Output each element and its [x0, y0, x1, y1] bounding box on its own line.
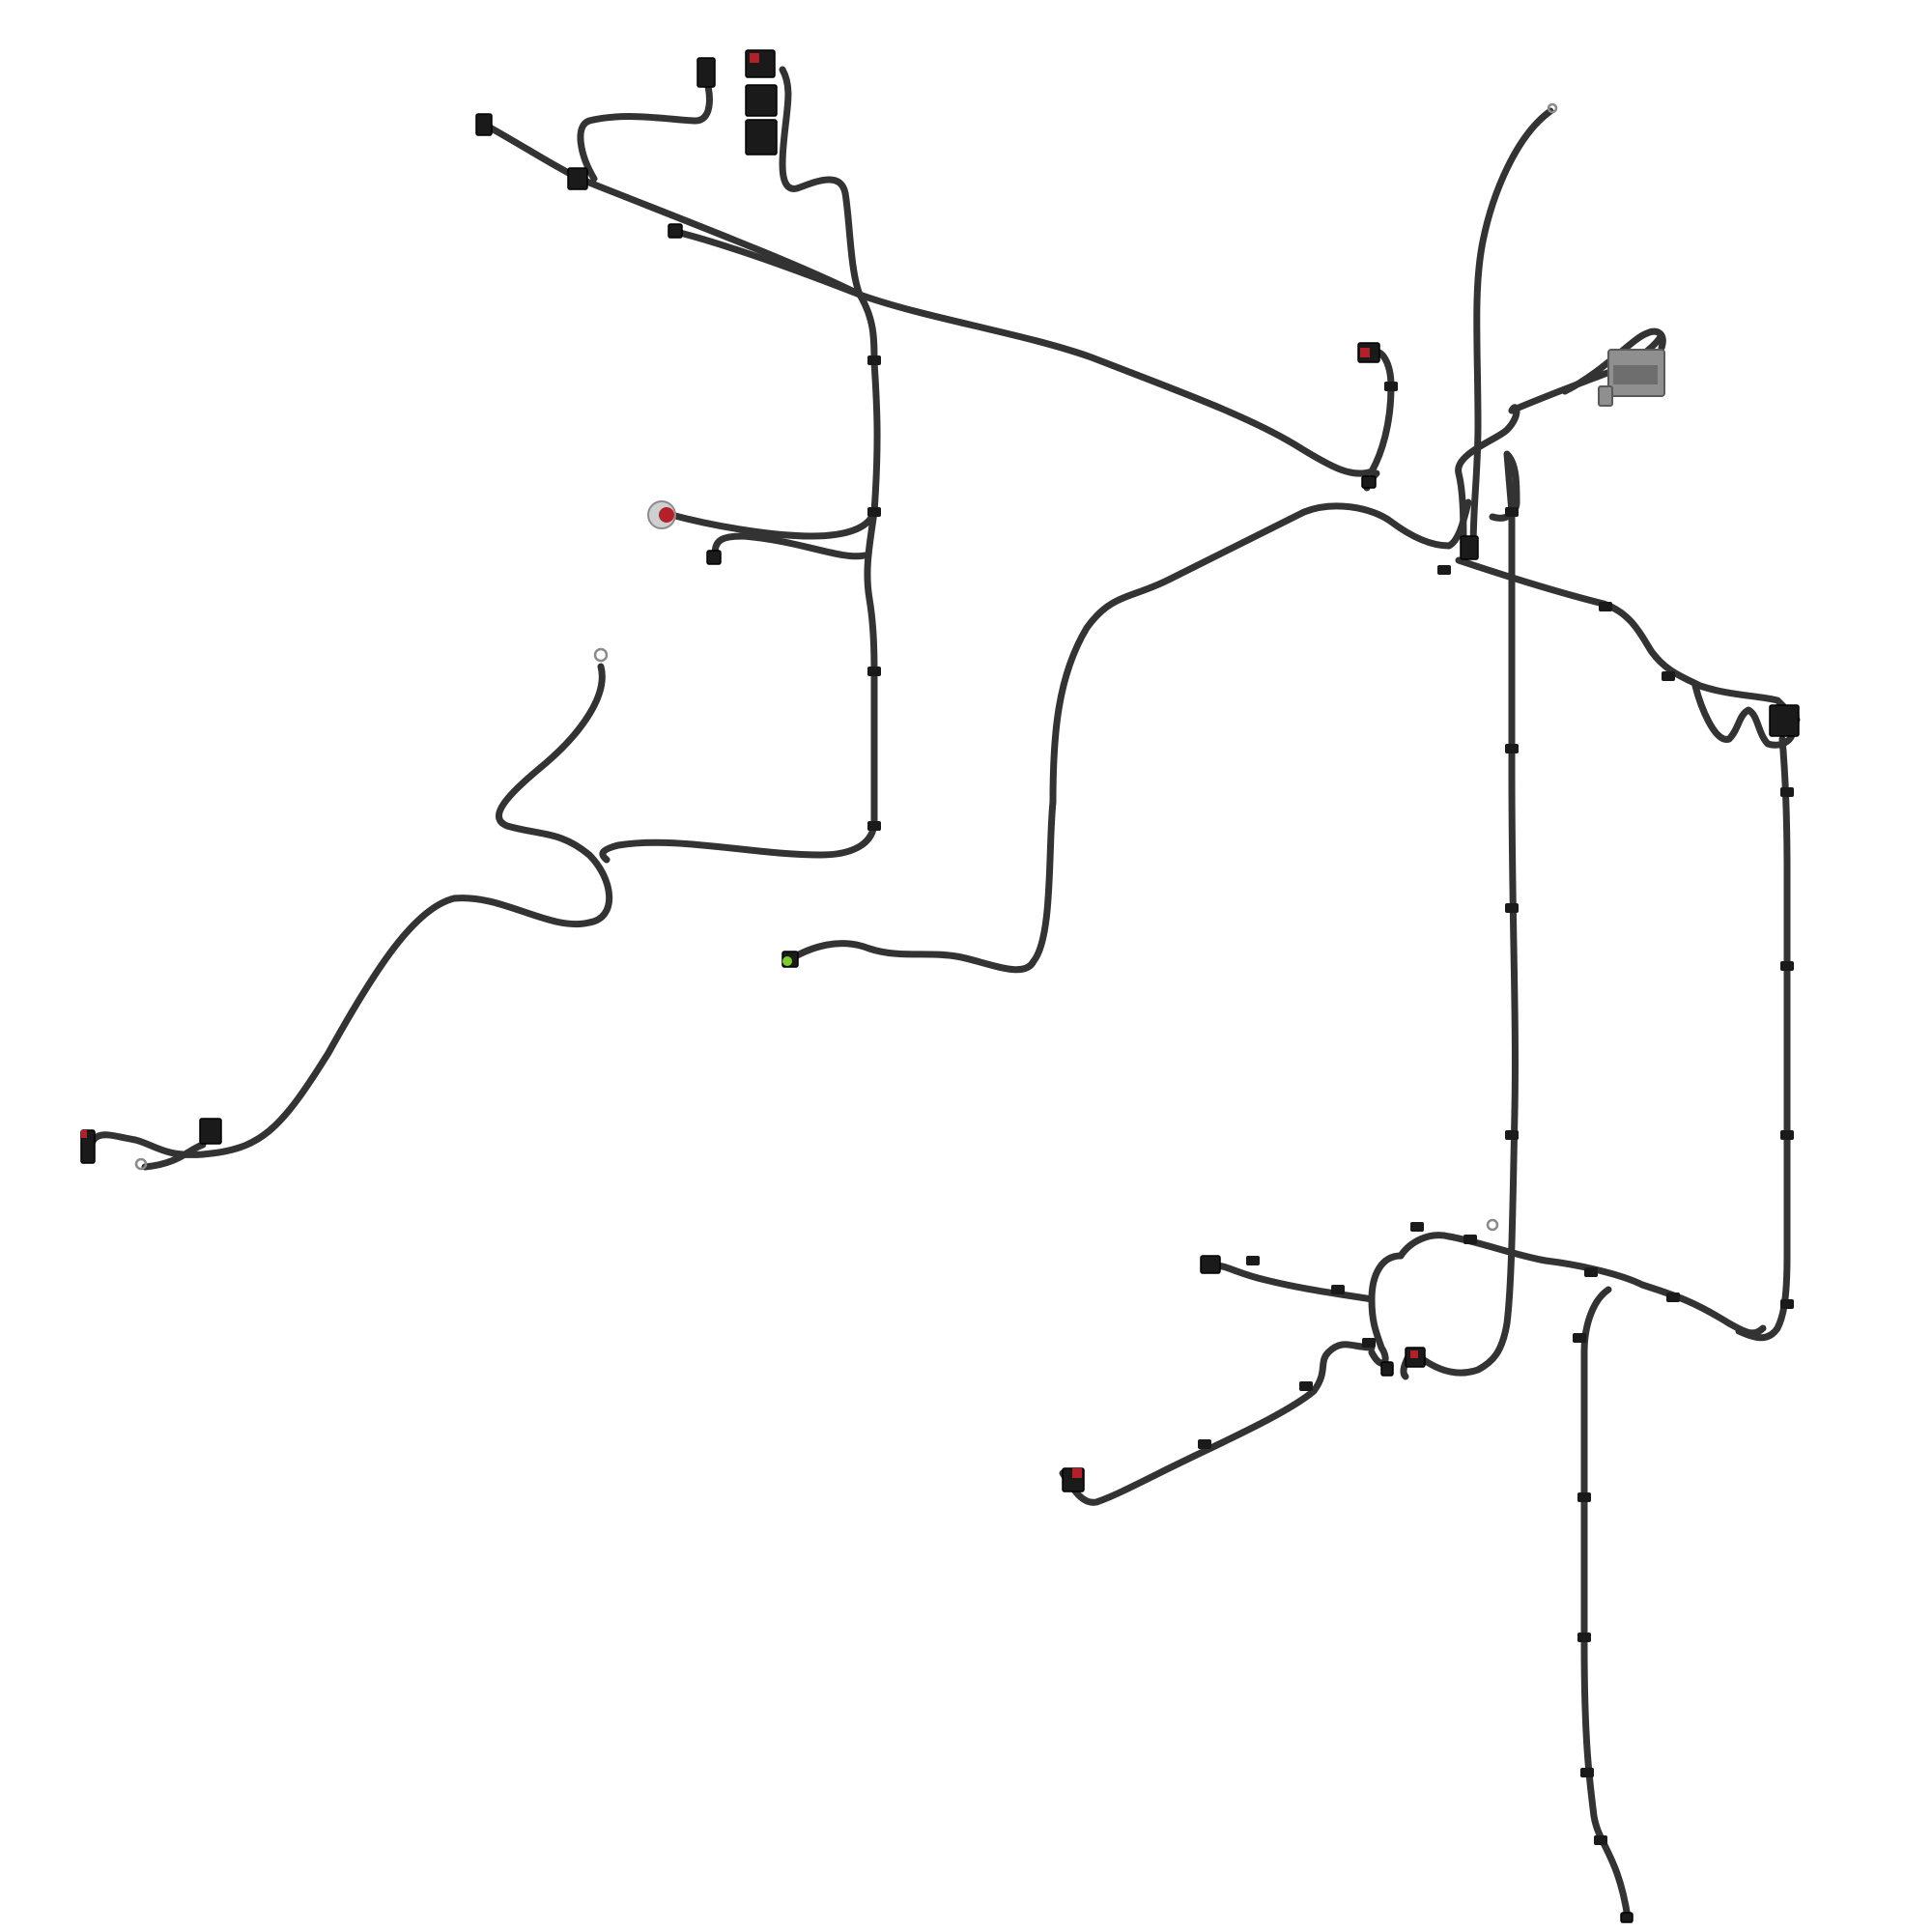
harness-clips — [867, 355, 1794, 1845]
clip — [1384, 382, 1398, 391]
clip — [1437, 565, 1451, 575]
clip — [1505, 744, 1519, 753]
connector-lower-left — [1200, 1255, 1221, 1274]
grommet-branch-wire — [668, 508, 878, 540]
main-trunk-wire — [479, 120, 1376, 477]
vertical-drop-wire — [599, 291, 881, 864]
right-vertical-run-wire — [1735, 735, 1791, 1342]
clip — [867, 821, 881, 831]
connector-left-block — [199, 1118, 222, 1145]
gray-module-face — [1613, 365, 1658, 384]
clip — [867, 507, 881, 517]
clip — [1599, 602, 1612, 611]
tall-vertical-wire — [1469, 107, 1554, 554]
loop-branch-wire — [577, 73, 713, 183]
clip — [867, 355, 881, 365]
clip — [1505, 903, 1519, 913]
clip — [1662, 671, 1675, 681]
left-snake-wire — [83, 663, 613, 1163]
grommet-sub-branch-wire — [711, 532, 868, 560]
connector-trunk-block — [567, 167, 588, 190]
clip — [1577, 1492, 1591, 1502]
connector-junction-tag — [1361, 475, 1377, 489]
clip — [1780, 787, 1794, 797]
lower-loop-wire — [1368, 1252, 1405, 1367]
right-upper-harness-branch — [1416, 107, 1801, 1377]
clip — [1505, 507, 1519, 517]
connector-stack-top-seal — [750, 53, 759, 63]
connector-left-end-seal — [81, 1130, 87, 1138]
grommet-center — [659, 507, 674, 523]
lower-horizontal-run-wire — [1397, 1232, 1767, 1337]
connector-side-branch — [668, 223, 683, 239]
clip — [1362, 1338, 1376, 1348]
clip — [1594, 1835, 1607, 1845]
ring-terminal-left-sub — [134, 1157, 148, 1171]
lower-right-harness-branch — [1059, 1232, 1767, 1921]
connector-junction-block — [1460, 535, 1479, 560]
connectors — [80, 49, 1800, 1923]
ring-terminal-left-snake — [593, 647, 609, 663]
bottom-vertical-drop-wire — [1580, 1286, 1632, 1921]
clip — [1198, 1439, 1211, 1449]
connector-grommet-sub — [706, 550, 722, 565]
clip — [1410, 1222, 1424, 1232]
clip — [1780, 961, 1794, 971]
clip — [1463, 1235, 1477, 1244]
ring-terminal-tall-wire — [1547, 102, 1558, 114]
right-main-run-wire — [1455, 556, 1801, 724]
connector-center-red-seal — [1360, 348, 1370, 357]
upper-left-harness-branch — [479, 66, 1376, 864]
left-sub-branch-wire — [141, 1141, 207, 1171]
clip — [1577, 1633, 1591, 1642]
red-connector-branch-wire — [1368, 348, 1395, 475]
side-branch-wire — [672, 228, 864, 298]
stack-branch-wire — [779, 66, 864, 298]
connector-top-loop — [696, 57, 716, 88]
right-connector-loop-wire — [1691, 682, 1797, 749]
module-loop-wire — [1561, 327, 1666, 395]
clip — [1666, 1293, 1680, 1302]
inner-vertical-run-wire — [1416, 450, 1520, 1377]
clip — [1246, 1256, 1260, 1265]
connector-upper-left — [475, 113, 493, 136]
connector-lower-mid-seal — [1410, 1350, 1418, 1358]
connector-bottom-left-seal — [1072, 1468, 1082, 1478]
connector-lower-tag — [1380, 1361, 1394, 1377]
connector-stack-bottom — [745, 119, 778, 156]
left-harness-branch — [83, 663, 613, 1171]
clip — [1580, 1768, 1594, 1777]
clip — [867, 667, 881, 676]
connector-bottom-tip — [1620, 1912, 1634, 1923]
clip — [1780, 1299, 1794, 1309]
clip — [1505, 1130, 1519, 1140]
lower-left-connector-wire — [1211, 1262, 1376, 1303]
clip — [1331, 1285, 1345, 1294]
lower-diagonal-wire — [1059, 1341, 1376, 1506]
connector-stack-middle — [745, 84, 778, 117]
right-loop-wire — [1455, 404, 1520, 554]
gray-module-sub — [1598, 385, 1613, 407]
clip — [1573, 1333, 1586, 1343]
connector-left-end — [80, 1129, 96, 1164]
connector-green-seal — [782, 956, 792, 966]
clip — [1584, 1267, 1598, 1277]
center-harness-branch — [786, 348, 1472, 974]
ring-terminal-lower — [1486, 1218, 1499, 1232]
center-loop-wire — [786, 498, 1472, 974]
clip — [1299, 1381, 1313, 1391]
clip — [1780, 1130, 1794, 1140]
connector-right-block — [1769, 704, 1800, 737]
